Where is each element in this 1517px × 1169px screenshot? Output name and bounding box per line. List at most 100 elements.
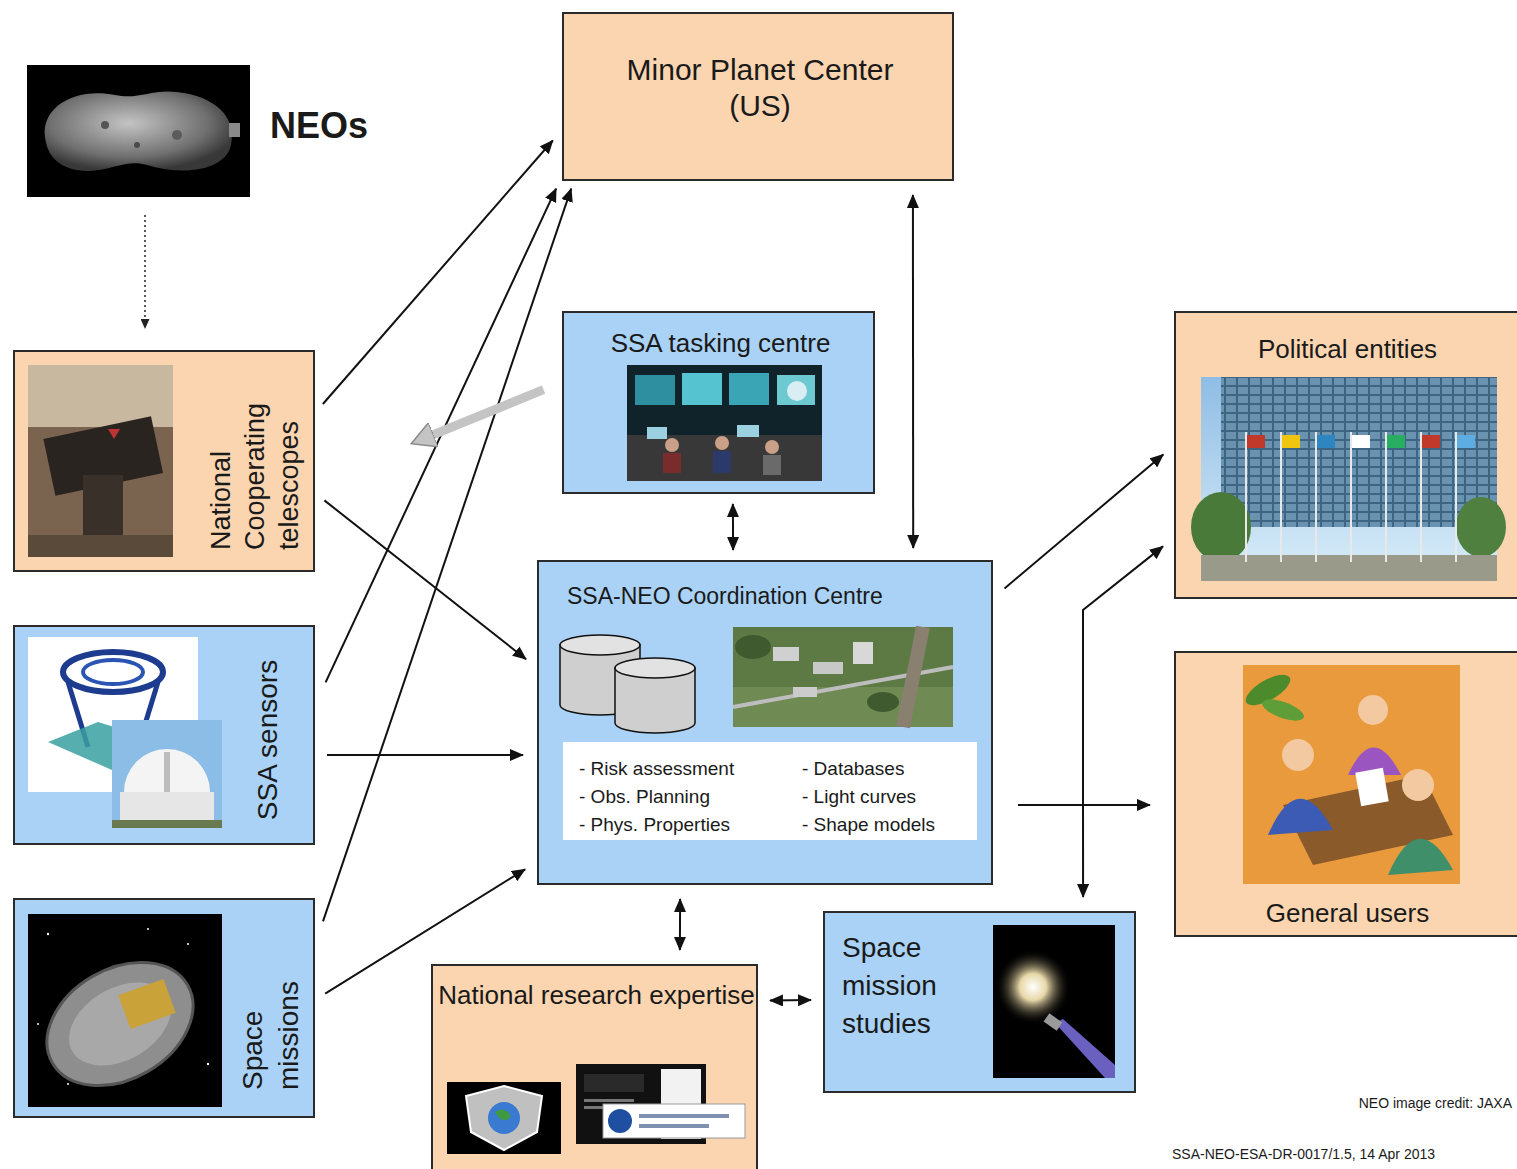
flow-arrow <box>770 999 811 1002</box>
organisation-box: National research expertise <box>431 964 758 1169</box>
picture-part <box>733 627 953 727</box>
function-item: - Risk assessment <box>579 757 769 781</box>
picture-part <box>763 455 781 475</box>
picture-part <box>112 720 222 828</box>
picture-part <box>63 652 163 692</box>
picture-part <box>765 440 779 454</box>
picture-part <box>787 381 807 401</box>
function-item: - Databases <box>802 757 977 781</box>
picture-part <box>993 925 1115 1078</box>
picture-part <box>627 365 822 481</box>
picture-part <box>1456 497 1506 557</box>
picture-part <box>560 635 640 655</box>
picture-part <box>1385 432 1387 562</box>
picture-part <box>1044 1013 1063 1030</box>
picture-part <box>45 91 232 170</box>
picture-part <box>737 425 759 437</box>
tasking-arrow <box>432 390 544 436</box>
picture-part <box>1350 432 1352 562</box>
picture-part <box>47 933 49 935</box>
picture-part <box>647 427 667 439</box>
box-title: Political entities <box>1176 333 1517 365</box>
picture-part <box>25 914 222 1111</box>
picture-part <box>682 373 722 405</box>
picture-part <box>120 792 214 820</box>
picture-part <box>1280 432 1282 562</box>
picture-part <box>639 1114 729 1118</box>
picture-part <box>608 1109 632 1133</box>
picture-part <box>563 742 977 840</box>
picture-part <box>1243 665 1460 884</box>
function-item: - Obs. Planning <box>579 785 769 809</box>
picture-part <box>83 475 123 535</box>
picture-part <box>993 925 1115 1078</box>
picture-part <box>663 453 681 473</box>
picture-part <box>488 1102 520 1134</box>
box-title: General users <box>1176 897 1517 929</box>
picture-part <box>101 121 109 129</box>
picture-part <box>584 1074 644 1092</box>
spacecraft-image <box>13 898 315 1118</box>
picture-part <box>27 65 250 197</box>
picture-part <box>1402 769 1434 801</box>
picture-part <box>1245 432 1247 562</box>
flow-arrow <box>326 189 556 683</box>
picture-part <box>777 375 815 405</box>
picture-part <box>1355 768 1388 806</box>
esa-box: SSA tasking centre <box>562 311 875 494</box>
picture-part <box>447 1082 561 1154</box>
picture-part <box>665 438 679 452</box>
picture-part <box>813 662 843 674</box>
picture-part <box>1247 435 1265 448</box>
organisation-box: Political entities <box>1174 311 1517 599</box>
picture-part <box>713 451 731 473</box>
picture-part <box>773 647 799 661</box>
flow-arrow <box>324 500 526 659</box>
picture-part <box>615 658 695 678</box>
picture-part <box>67 1083 69 1085</box>
picture-part <box>715 436 729 450</box>
esa-box: Space mission studies <box>823 911 1136 1093</box>
picture-part <box>495 1110 511 1120</box>
picture-part <box>1422 435 1440 448</box>
flow-arrow <box>1018 805 1083 897</box>
picture-part <box>867 692 899 712</box>
picture-part <box>1055 1019 1115 1078</box>
picture-part <box>112 820 222 828</box>
picture-part <box>37 1023 39 1025</box>
picture-part <box>1315 432 1317 562</box>
document-reference: SSA-NEO-ESA-DR-0017/1.5, 14 Apr 2013 <box>1172 1145 1512 1163</box>
picture-part <box>1260 695 1307 725</box>
organisation-box: Minor Planet Center (US) <box>562 12 954 181</box>
box-title: National Cooperating telescopes <box>204 360 306 550</box>
picture-part <box>1420 432 1422 562</box>
picture-part <box>793 687 817 697</box>
picture-part <box>1455 432 1457 562</box>
meeting-clipart <box>1174 651 1517 937</box>
picture-part <box>147 928 149 930</box>
box-title: National research expertise <box>433 978 760 1013</box>
picture-part <box>733 627 953 727</box>
observation-arrow <box>144 215 146 328</box>
picture-part <box>903 627 923 727</box>
picture-part <box>1241 665 1460 884</box>
image-credit: NEO image credit: JAXA <box>1250 1094 1512 1112</box>
picture-part <box>28 365 173 557</box>
picture-part <box>584 1099 634 1102</box>
flow-arrow <box>323 189 571 922</box>
picture-part <box>1358 695 1388 725</box>
figure-label: NEOs <box>270 105 395 147</box>
box-title: Space missions <box>235 910 307 1090</box>
function-item: - Light curves <box>802 785 977 809</box>
picture-part <box>1457 435 1475 448</box>
picture-part <box>1201 377 1497 581</box>
picture-part <box>207 1063 209 1065</box>
organisation-box: General users <box>1174 651 1517 937</box>
box-title: SSA-NEO Coordination Centre <box>567 582 977 610</box>
picture-part <box>229 123 240 137</box>
flow-arrow <box>323 141 553 405</box>
box-title: SSA tasking centre <box>564 327 877 359</box>
picture-part <box>627 435 822 481</box>
